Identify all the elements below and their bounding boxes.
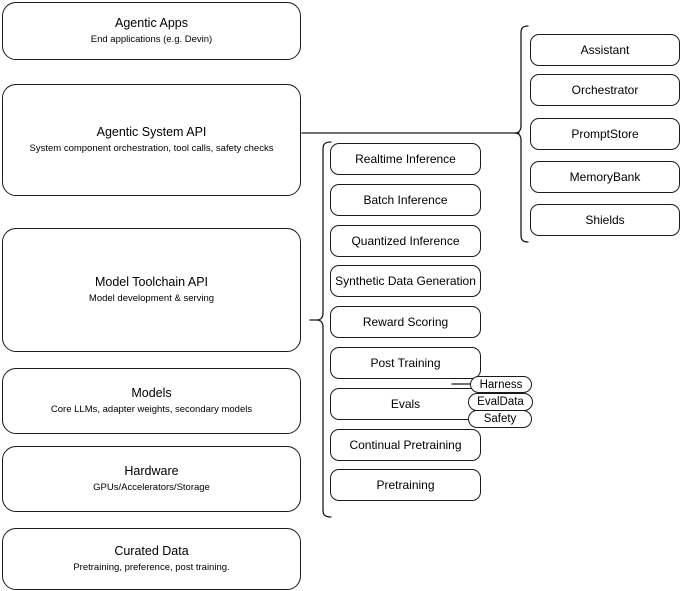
layer-subtitle: Pretraining, preference, post training.: [73, 562, 230, 574]
eval-pill-harness[interactable]: Harness: [470, 376, 532, 393]
toolchain-box-realtime-inference[interactable]: Realtime Inference: [330, 143, 481, 175]
toolchain-label: Realtime Inference: [355, 151, 456, 166]
toolchain-label: Batch Inference: [363, 192, 448, 207]
layer-title: Curated Data: [114, 543, 189, 558]
layer-subtitle: System component orchestration, tool cal…: [29, 143, 274, 155]
toolchain-label: Quantized Inference: [351, 233, 460, 248]
eval-pill-label: EvalData: [477, 396, 524, 408]
system-label: MemoryBank: [569, 169, 641, 184]
system-box-memorybank[interactable]: MemoryBank: [530, 161, 680, 193]
eval-pill-evaldata[interactable]: EvalData: [468, 393, 533, 411]
layer-title: Agentic System API: [96, 124, 207, 139]
toolchain-box-quantized-inference[interactable]: Quantized Inference: [330, 225, 481, 257]
system-box-orchestrator[interactable]: Orchestrator: [530, 74, 680, 106]
toolchain-box-synthetic-data-generation[interactable]: Synthetic Data Generation: [330, 265, 481, 297]
layer-box-model-toolchain-api[interactable]: Model Toolchain API Model development & …: [2, 228, 301, 352]
toolchain-box-batch-inference[interactable]: Batch Inference: [330, 184, 481, 216]
layer-title: Models: [131, 385, 172, 400]
eval-pill-label: Harness: [479, 378, 523, 391]
layer-box-models[interactable]: Models Core LLMs, adapter weights, secon…: [2, 368, 301, 434]
toolchain-components-brace: [316, 141, 332, 518]
layer-subtitle: Model development & serving: [88, 293, 215, 305]
layer-box-agentic-apps[interactable]: Agentic Apps End applications (e.g. Devi…: [2, 2, 301, 60]
toolchain-box-reward-scoring[interactable]: Reward Scoring: [330, 306, 481, 338]
system-label: Shields: [585, 212, 625, 227]
toolchain-label: Pretraining: [376, 477, 435, 492]
system-box-assistant[interactable]: Assistant: [530, 34, 680, 66]
layer-box-hardware[interactable]: Hardware GPUs/Accelerators/Storage: [2, 446, 301, 512]
layer-title: Agentic Apps: [115, 15, 188, 30]
toolchain-label: Post Training: [370, 355, 441, 370]
toolchain-box-post-training[interactable]: Post Training: [330, 347, 481, 379]
toolchain-label: Continual Pretraining: [349, 437, 462, 452]
layer-title: Hardware: [124, 463, 179, 478]
eval-pill-label: Safety: [483, 413, 517, 425]
layer-subtitle: GPUs/Accelerators/Storage: [93, 482, 210, 494]
system-box-promptstore[interactable]: PromptStore: [530, 118, 680, 150]
toolchain-box-evals[interactable]: Evals: [330, 388, 481, 420]
system-components-brace: [514, 25, 529, 243]
layer-box-curated-data[interactable]: Curated Data Pretraining, preference, po…: [2, 528, 301, 590]
layer-subtitle: End applications (e.g. Devin): [90, 34, 213, 46]
system-label: PromptStore: [571, 126, 639, 141]
system-box-shields[interactable]: Shields: [530, 204, 680, 236]
toolchain-label: Reward Scoring: [362, 314, 449, 329]
system-label: Assistant: [580, 42, 630, 57]
toolchain-box-pretraining[interactable]: Pretraining: [330, 469, 481, 501]
layer-box-agentic-system-api[interactable]: Agentic System API System component orch…: [2, 84, 301, 196]
toolchain-label: Synthetic Data Generation: [335, 273, 476, 288]
layer-title: Model Toolchain API: [94, 274, 209, 289]
system-label: Orchestrator: [571, 82, 639, 97]
toolchain-label: Evals: [390, 396, 421, 411]
layer-subtitle: Core LLMs, adapter weights, secondary mo…: [50, 404, 253, 416]
eval-pill-safety[interactable]: Safety: [468, 410, 532, 428]
toolchain-box-continual-pretraining[interactable]: Continual Pretraining: [330, 429, 481, 461]
